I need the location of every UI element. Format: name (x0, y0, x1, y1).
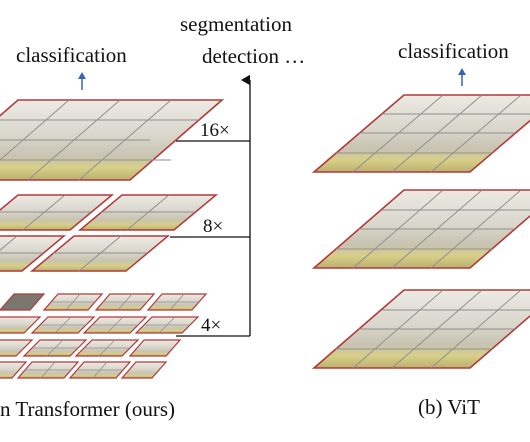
scale-label-4x: 4× (201, 315, 221, 336)
vit-layer-middle (311, 189, 530, 269)
swin-layer-16x: 16× (0, 99, 250, 181)
scale-label-16x: 16× (200, 120, 230, 141)
swin-layer-8x: 8× (0, 194, 250, 272)
vit-caption: (b) ViT (418, 395, 480, 419)
vit-classification-label: classification (398, 39, 509, 63)
vit-classification-arrow (458, 68, 466, 86)
swin-layer-4x: 4× (0, 293, 250, 379)
swin-classification-label: classification (16, 43, 127, 67)
scale-label-8x: 8× (203, 216, 223, 237)
vit-panel: classification (311, 39, 530, 419)
swin-panel: classification segmentation detection … … (0, 12, 305, 421)
segmentation-label: segmentation (180, 12, 292, 36)
swin-classification-arrow (78, 72, 86, 90)
vit-layer-bottom (311, 289, 530, 369)
vit-layer-top (311, 94, 530, 173)
swin-caption: n Transformer (ours) (0, 397, 175, 421)
detection-label: detection … (202, 44, 305, 68)
